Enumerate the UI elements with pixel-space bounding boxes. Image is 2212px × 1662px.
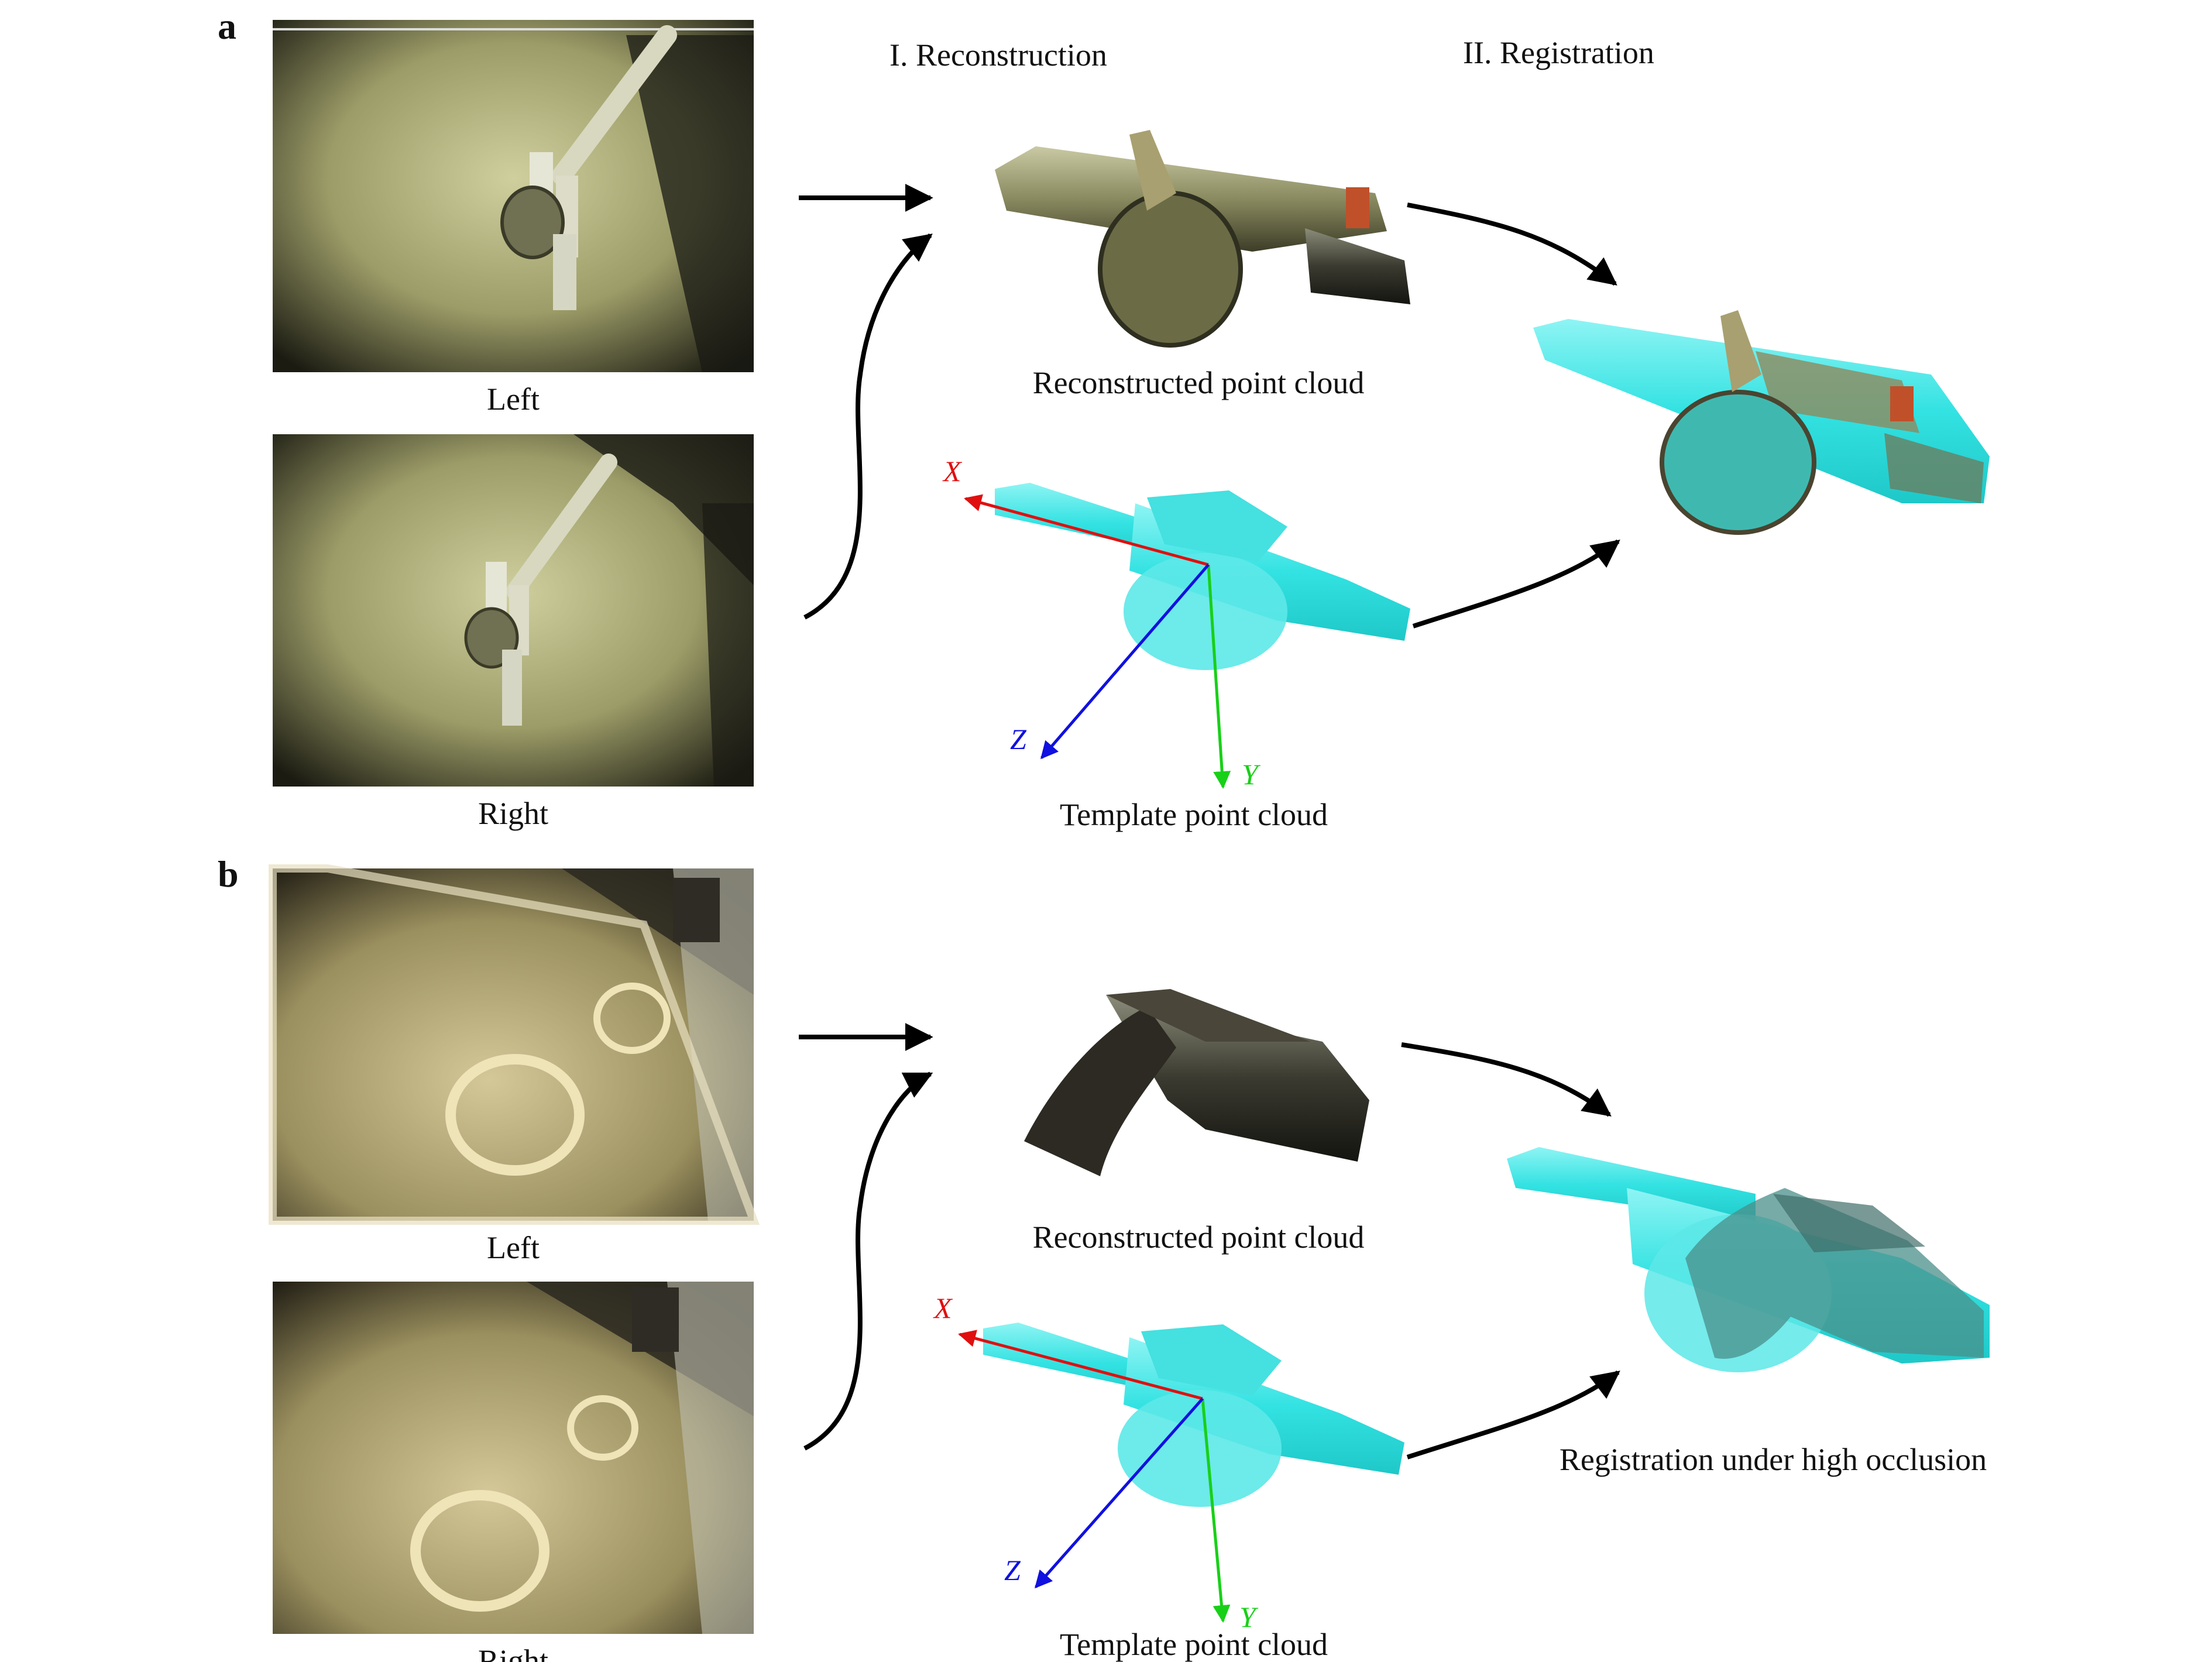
z-axis-label-a: Z [1010, 723, 1027, 756]
right-caption-b: Right [478, 1643, 548, 1662]
left-camera-image-b [269, 864, 760, 1225]
y-axis-label-a: Y [1242, 758, 1261, 791]
template-caption-b: Template point cloud [1060, 1627, 1328, 1662]
z-axis-a [1040, 564, 1210, 760]
reconstructed-point-cloud-b [1024, 989, 1369, 1176]
registration-result-a [1533, 310, 1990, 535]
y-axis-a [1207, 564, 1231, 789]
panel-label-b: b [218, 853, 239, 895]
arrow-template-to-registration-a [1412, 539, 1620, 629]
x-axis-b [958, 1330, 1203, 1400]
stage-title-registration: II. Registration [1463, 35, 1654, 70]
left-caption-a: Left [487, 382, 540, 417]
arrow-reconstruction-to-registration-a [1407, 202, 1617, 286]
x-axis-a [964, 494, 1209, 566]
arrow-reconstruction-to-registration-b [1401, 1042, 1612, 1117]
y-axis-b [1201, 1398, 1231, 1623]
template-point-cloud-a [995, 483, 1410, 670]
axis-triad-b: X Y Z [933, 1292, 1259, 1633]
right-caption-a: Right [478, 796, 548, 831]
reconstructed-point-cloud-a [995, 130, 1410, 348]
left-caption-b: Left [487, 1230, 540, 1265]
x-axis-label-a: X [942, 455, 963, 487]
template-caption-a: Template point cloud [1060, 797, 1328, 832]
result-caption-b: Registration under high occlusion [1560, 1442, 1987, 1477]
z-axis-b [1035, 1397, 1204, 1589]
stage-title-reconstruction: I. Reconstruction [889, 37, 1107, 73]
arrow-right-to-reconstruction-a [803, 233, 933, 620]
panel-b: b Left Right [218, 853, 1990, 1662]
reconstructed-caption-a: Reconstructed point cloud [1033, 365, 1365, 400]
right-camera-image-a [273, 434, 754, 787]
reconstructed-caption-b: Reconstructed point cloud [1033, 1220, 1365, 1255]
axis-triad-a: X Y Z [942, 455, 1261, 791]
template-point-cloud-b [983, 1323, 1404, 1507]
z-axis-label-b: Z [1004, 1554, 1021, 1587]
panel-label-a: a [218, 5, 236, 47]
registration-result-b [1507, 1147, 1990, 1372]
panel-a: a I. Reconstruction II. Registration Lef… [218, 5, 1990, 832]
arrow-right-to-reconstruction-b [803, 1072, 933, 1451]
y-axis-label-b: Y [1239, 1601, 1259, 1633]
arrow-template-to-registration-b [1406, 1370, 1620, 1460]
left-camera-image-a [273, 20, 754, 372]
right-camera-image-b [273, 1282, 754, 1634]
x-axis-label-b: X [933, 1292, 953, 1324]
